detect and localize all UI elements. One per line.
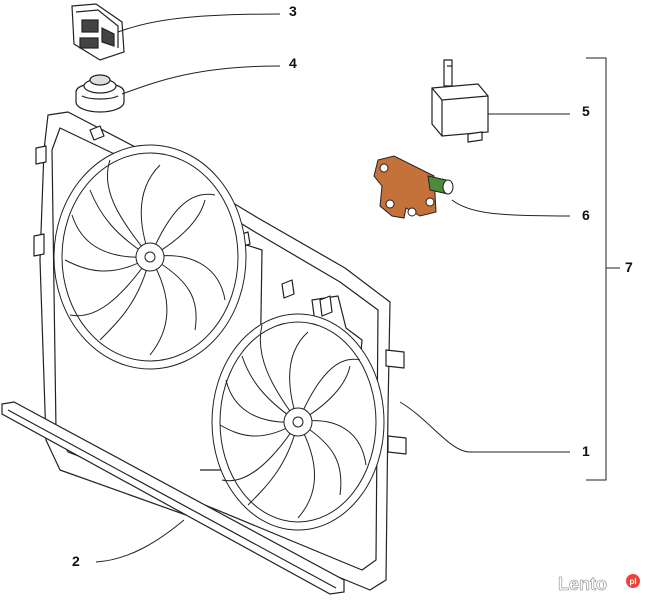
mount-tab [387, 435, 407, 455]
seal-strip [1, 401, 345, 595]
mount-tab [385, 349, 405, 369]
mount-tab [35, 145, 47, 165]
watermark-badge [626, 574, 640, 588]
right-fan [211, 313, 385, 531]
rubber-grommet [75, 74, 125, 113]
leader-4 [121, 65, 281, 95]
leader-6 [451, 199, 571, 217]
leader-2 [95, 519, 185, 563]
watermark-text: Lento [558, 574, 607, 594]
leader-lines [95, 13, 620, 563]
group-bracket-7 [586, 57, 620, 481]
callout-5: 5 [582, 103, 590, 119]
bracket-clip [71, 3, 125, 61]
callout-6: 6 [582, 207, 590, 223]
resistor-sensor [373, 155, 454, 219]
shroud-slot [319, 295, 333, 317]
watermark-badge-text: pl [629, 577, 636, 586]
shroud-slot [281, 279, 295, 299]
callout-7: 7 [625, 259, 633, 275]
callout-3: 3 [289, 3, 297, 19]
mount-tab [89, 125, 105, 141]
relay [431, 59, 489, 143]
leader-3 [117, 13, 281, 33]
leader-1 [399, 401, 570, 453]
callout-2: 2 [72, 553, 80, 569]
watermark-logo: Lento pl [558, 574, 640, 594]
callout-4: 4 [289, 55, 297, 71]
callout-1: 1 [582, 443, 590, 459]
left-fan [53, 144, 247, 370]
mount-tab [33, 233, 45, 257]
